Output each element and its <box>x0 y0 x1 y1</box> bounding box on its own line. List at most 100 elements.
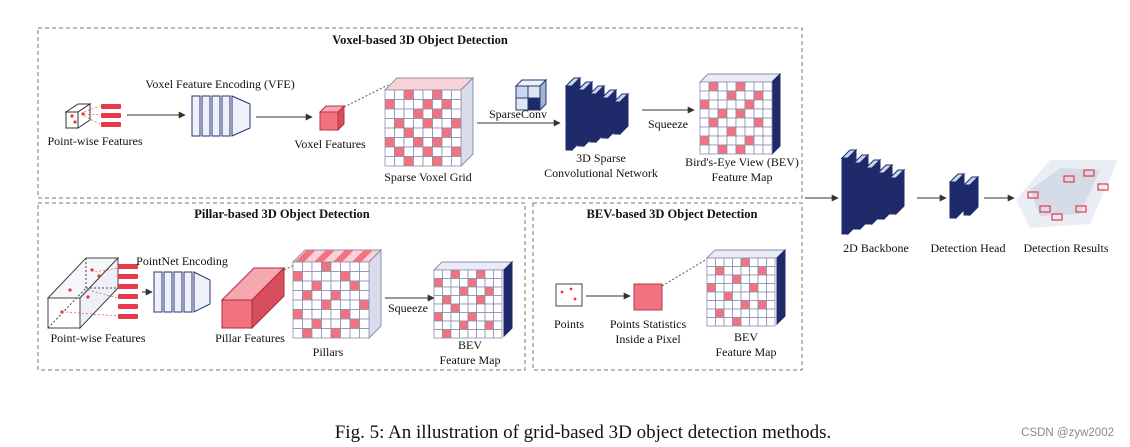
result-bbox <box>1097 183 1109 191</box>
voxel-grid-cell <box>432 156 443 167</box>
pillar-grid-cell <box>292 328 303 339</box>
voxel-grid-cell <box>384 89 395 100</box>
pillar-section-box <box>37 202 526 371</box>
voxel-bev-cell <box>726 126 737 137</box>
voxel-grid-cell <box>422 137 433 148</box>
pillar-grid-cell <box>340 261 351 272</box>
pillar-grid-cell <box>349 290 360 301</box>
pillar-grid-cell <box>349 261 360 272</box>
sparse-net-layer-front <box>577 89 585 147</box>
pillar-grid-cell <box>302 280 313 291</box>
pillar-grid-cell <box>359 280 370 291</box>
pillar-grid-cell <box>359 271 370 282</box>
pillar-grid-cell <box>302 309 313 320</box>
voxel-bev-cell <box>717 90 728 101</box>
pillar-bev-cell <box>442 303 452 313</box>
pillar-bev-cell <box>433 286 443 296</box>
voxel-grid-cell <box>432 137 443 148</box>
pillar-bev-cell <box>450 269 460 279</box>
bev-map-cell <box>732 274 742 284</box>
bev-map-cell <box>715 317 725 327</box>
pillar-grid-cell <box>330 309 341 320</box>
voxel-grid-cell <box>432 89 443 100</box>
pillar-bev-cell <box>459 286 469 296</box>
pillar-bev-cell <box>433 295 443 305</box>
voxel-bev-cell <box>735 126 746 137</box>
bev-map-cell <box>757 291 767 301</box>
voxel-bev-cell <box>735 108 746 119</box>
pillar-bev-cell <box>442 278 452 288</box>
pillar-bev-cell <box>459 303 469 313</box>
result-bbox <box>1075 205 1087 213</box>
backbone-layer-front <box>889 177 897 215</box>
voxel-bev-cell <box>726 135 737 146</box>
bev-pixel-stat-square <box>633 283 663 311</box>
pillar-bev-feature-map <box>432 260 514 339</box>
voxel-grid-cell <box>422 89 433 100</box>
voxel-bev-cell <box>735 117 746 128</box>
bev-map-cell <box>706 317 716 327</box>
pillar-grid-cell <box>321 290 332 301</box>
voxel-bev-cell <box>726 108 737 119</box>
bev-map-cell <box>749 266 759 276</box>
pillar-bev-cell <box>442 269 452 279</box>
voxel-bev-cell <box>708 108 719 119</box>
bev-points-label: Points <box>554 317 584 331</box>
bev-map-cell <box>723 274 733 284</box>
voxel-grid-cell <box>403 146 414 157</box>
voxel-grid-cell <box>432 118 443 129</box>
pillar-bev-cell <box>459 269 469 279</box>
voxel-bev-cell <box>717 81 728 92</box>
pillar-bev-cell <box>484 278 494 288</box>
pillar-bev-cell <box>476 278 486 288</box>
bev-map-cell <box>749 317 759 327</box>
pillar-grid-cell <box>321 261 332 272</box>
pillar-bev-cell <box>493 295 503 305</box>
bev-map-cell <box>706 283 716 293</box>
pillar-bev-label-line1: BEV <box>458 338 482 352</box>
voxel-grid-cell <box>413 127 424 138</box>
voxel-point-cube-icon <box>64 103 92 129</box>
bev-map-cell <box>766 283 776 293</box>
voxel-grid-cell <box>403 108 414 119</box>
bev-map-cell <box>740 291 750 301</box>
voxel-grid-cell <box>413 146 424 157</box>
result-bbox <box>1051 213 1063 221</box>
pillar-bev-cell <box>484 295 494 305</box>
pillar-grid-cell <box>349 318 360 329</box>
bev-section-title: BEV-based 3D Object Detection <box>587 207 758 221</box>
result-bbox <box>1039 205 1051 213</box>
pillar-bev-cell <box>450 278 460 288</box>
pillar-bev-cell <box>467 278 477 288</box>
voxel-grid-cell <box>413 118 424 129</box>
pillar-grid-cell <box>321 309 332 320</box>
voxel-feature-bars <box>83 104 121 127</box>
pillar-point-box <box>46 256 120 330</box>
bev-map-cell <box>706 308 716 318</box>
bev-map-cell <box>706 257 716 267</box>
pillar-grid-cell <box>302 299 313 310</box>
pillar-bev-cell <box>467 329 477 339</box>
pillar-grid-cell <box>359 261 370 272</box>
voxel-section-box <box>37 27 803 199</box>
bev-map-cell <box>732 283 742 293</box>
voxel-grid-cell <box>441 146 452 157</box>
pillar-grid-cell <box>292 318 303 329</box>
voxel-grid-cell <box>441 89 452 100</box>
pillar-grid-cell <box>340 299 351 310</box>
bev-stats-label-line2: Inside a Pixel <box>615 332 681 346</box>
voxel-bev-cell <box>753 117 764 128</box>
voxel-bev-cell <box>735 90 746 101</box>
voxel-bev-cell <box>717 108 728 119</box>
voxel-bev-cell <box>708 90 719 101</box>
pillar-bev-cell <box>442 286 452 296</box>
bev-map-cell <box>766 308 776 318</box>
head-layer-front <box>963 184 971 216</box>
voxel-grid-cell <box>413 137 424 148</box>
sparse-voxel-grid-label: Sparse Voxel Grid <box>384 170 472 184</box>
voxel-grid-cell <box>394 137 405 148</box>
backbone-layer-front <box>865 167 873 225</box>
voxel-bev-cell <box>744 144 755 155</box>
pillar-bev-cell <box>459 278 469 288</box>
pillar-bev-cell <box>450 303 460 313</box>
